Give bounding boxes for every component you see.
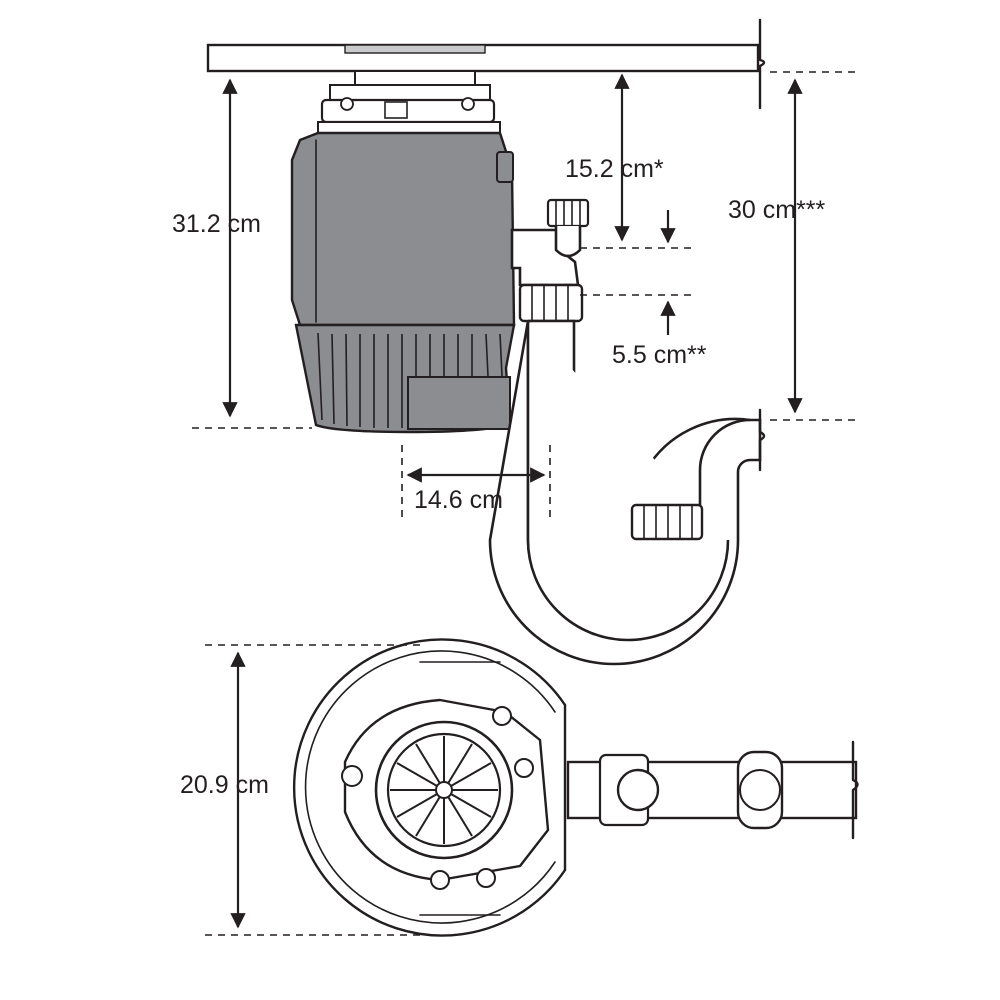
motor-plate: [407, 376, 511, 430]
side-view: [192, 18, 860, 666]
mounting-ring: [343, 698, 550, 882]
top-pipe-break: [851, 740, 859, 840]
outlet-coupling: [518, 283, 584, 323]
trap-coupling: [630, 503, 704, 541]
mount-assembly: [317, 70, 501, 135]
slab-break: [758, 18, 766, 110]
label-outlet-height: 5.5 cm**: [612, 341, 707, 369]
drain-break: [758, 408, 766, 472]
top-view: [205, 638, 859, 937]
label-diameter: 20.9 cm: [180, 771, 269, 799]
label-height-total: 31.2 cm: [172, 210, 261, 238]
label-sink-to-drain: 30 cm***: [728, 196, 826, 224]
housing-outline: [293, 638, 567, 937]
disposer-body: [290, 131, 516, 327]
sink-flange: [344, 44, 486, 54]
reset-button: [496, 151, 514, 183]
label-outlet-offset: 14.6 cm: [414, 486, 503, 514]
dishwasher-inlet: [546, 198, 590, 228]
label-inlet-to-outlet: 15.2 cm*: [565, 155, 664, 183]
